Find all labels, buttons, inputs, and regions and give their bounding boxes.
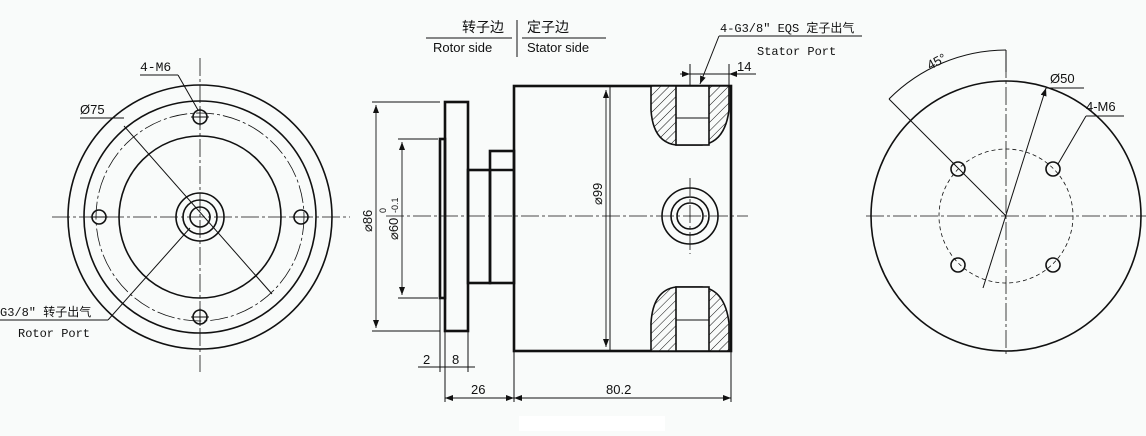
dim-80-2: 80.2 [606, 382, 631, 397]
dim-60-tol-upper: 0 [378, 208, 388, 213]
right-bolt-label: 4-M6 [1086, 99, 1116, 114]
right-diameter-label: Ø50 [1050, 71, 1075, 86]
dim-14: 14 [737, 59, 751, 74]
stator-side-en: Stator side [527, 40, 589, 55]
stator-side-cn: 定子边 [527, 19, 569, 35]
rotor-side-en: Rotor side [433, 40, 492, 55]
bolt-holes-right [950, 161, 1061, 273]
dim-26: 26 [471, 382, 485, 397]
front-view-right: 45° Ø50 4-M6 [866, 49, 1146, 356]
bolt-holes-left [90, 108, 310, 326]
rotor-side-cn: 转子边 [462, 19, 504, 35]
rotor-port-en: Rotor Port [18, 327, 90, 341]
dim-60: ⌀60 [386, 218, 401, 240]
rotor-port-cn: G3/8″ 转子出气 [0, 304, 91, 320]
stator-port-en: Stator Port [757, 45, 836, 59]
left-bolt-label: 4-M6 [140, 60, 171, 75]
side-section-view: ⌀99 ⌀86 ⌀60 0 -0.1 14 4-G3/8″ EQS 定子出气 S… [360, 20, 862, 402]
blank-patch [519, 416, 665, 431]
side-legend: 转子边 定子边 Rotor side Stator side [426, 19, 606, 57]
stator-port-cn: 4-G3/8″ EQS 定子出气 [720, 20, 854, 36]
dim-2: 2 [423, 352, 430, 367]
dim-86: ⌀86 [360, 210, 375, 232]
front-view-left: Ø75 4-M6 G3/8″ 转子出气 Rotor Port [0, 58, 350, 372]
dim-99: ⌀99 [590, 183, 605, 205]
dim-8: 8 [452, 352, 459, 367]
left-diameter-label: Ø75 [80, 102, 105, 117]
dim-60-tol-lower: -0.1 [390, 197, 400, 213]
